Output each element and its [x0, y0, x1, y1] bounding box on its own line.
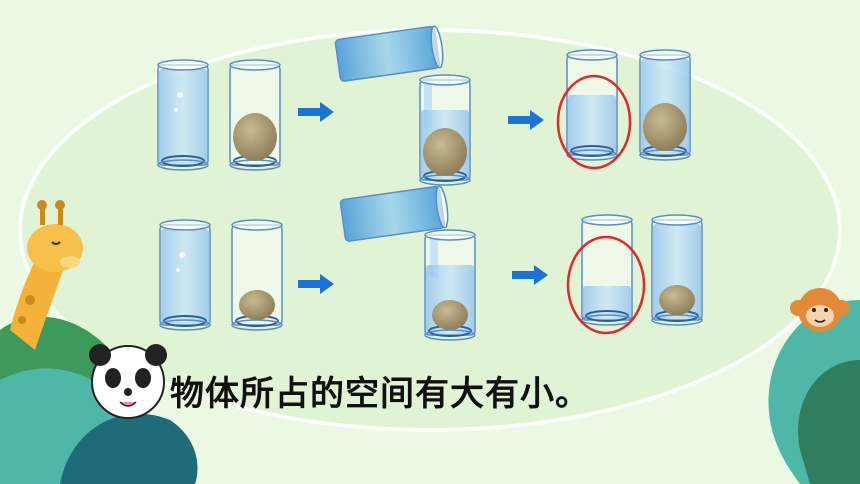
glass-cup-icon [334, 25, 444, 82]
stone-icon [423, 128, 467, 176]
glass-cup-icon [339, 185, 449, 242]
glass-cup-icon [159, 219, 211, 331]
glass-cup-icon [424, 229, 476, 341]
glass-cup-icon [651, 214, 703, 326]
glass-cup-icon [157, 59, 209, 171]
giraffe-icon [10, 200, 83, 350]
glass-cup-icon [639, 49, 691, 161]
stone-icon [239, 290, 275, 320]
glass-cup-icon [566, 49, 618, 161]
highlight-circle [556, 74, 632, 170]
right-foliage [768, 300, 860, 484]
monkey-icon [790, 288, 850, 332]
stone-icon [659, 285, 695, 315]
row-1-experiment [157, 25, 691, 186]
row-2-experiment [159, 185, 703, 341]
glass-cup-icon [419, 74, 471, 186]
glass-cup-icon [231, 219, 283, 331]
stone-icon [432, 300, 468, 330]
glass-cup-icon [581, 214, 633, 326]
stone-icon [643, 103, 687, 151]
glass-cup-icon [229, 59, 281, 171]
slide-caption: 物体所占的空间有大有小。 [170, 374, 590, 414]
stone-icon [233, 113, 277, 161]
highlight-circle [566, 235, 646, 335]
panda-icon [89, 344, 167, 419]
